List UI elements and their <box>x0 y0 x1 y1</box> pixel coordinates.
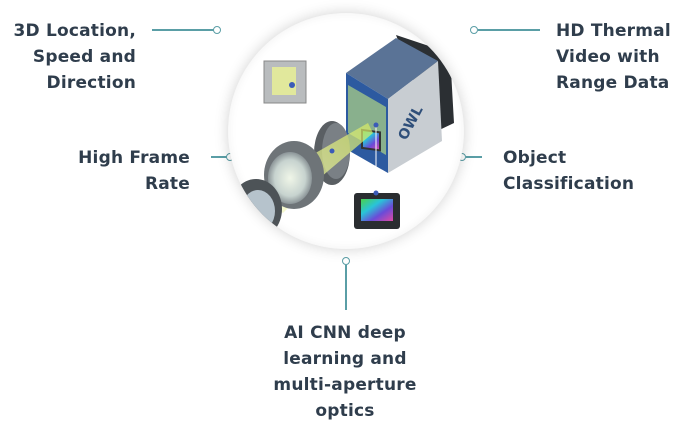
feature-line: 3D Location, <box>13 21 136 41</box>
feature-line: Object <box>503 148 567 168</box>
connector-dot-top-right <box>470 26 478 34</box>
connector-line-mid-left <box>211 156 227 158</box>
feature-line: Range Data <box>556 73 670 93</box>
feature-line: learning and <box>283 349 407 369</box>
feature-object-classification: Object Classification <box>503 145 634 197</box>
feature-hd-thermal: HD Thermal Video with Range Data <box>556 18 671 96</box>
connector-dot-top-left <box>213 26 221 34</box>
connector-line-top-right <box>478 29 540 31</box>
feature-line: High Frame <box>78 148 190 168</box>
feature-high-frame-rate: High Frame Rate <box>78 145 190 197</box>
feature-3d-location: 3D Location, Speed and Direction <box>13 18 136 96</box>
connector-line-top-left <box>152 29 214 31</box>
feature-line: Rate <box>144 174 190 194</box>
connector-dot-bottom <box>342 257 350 265</box>
feature-line: Classification <box>503 174 635 194</box>
feature-line: Video with <box>556 47 660 67</box>
feature-ai-cnn: AI CNN deep learning and multi-aperture … <box>245 320 445 424</box>
exploded-camera-icon: OWL <box>230 35 454 239</box>
feature-line: HD Thermal <box>556 21 671 41</box>
feature-line: optics <box>315 401 375 421</box>
connector-line-mid-right <box>466 156 482 158</box>
connector-line-bottom <box>345 265 347 310</box>
feature-line: Speed and <box>32 47 136 67</box>
feature-line: multi-aperture <box>273 375 417 395</box>
camera-hero-image: OWL <box>228 13 464 249</box>
feature-line: Direction <box>46 73 136 93</box>
feature-line: AI CNN deep <box>284 323 406 343</box>
